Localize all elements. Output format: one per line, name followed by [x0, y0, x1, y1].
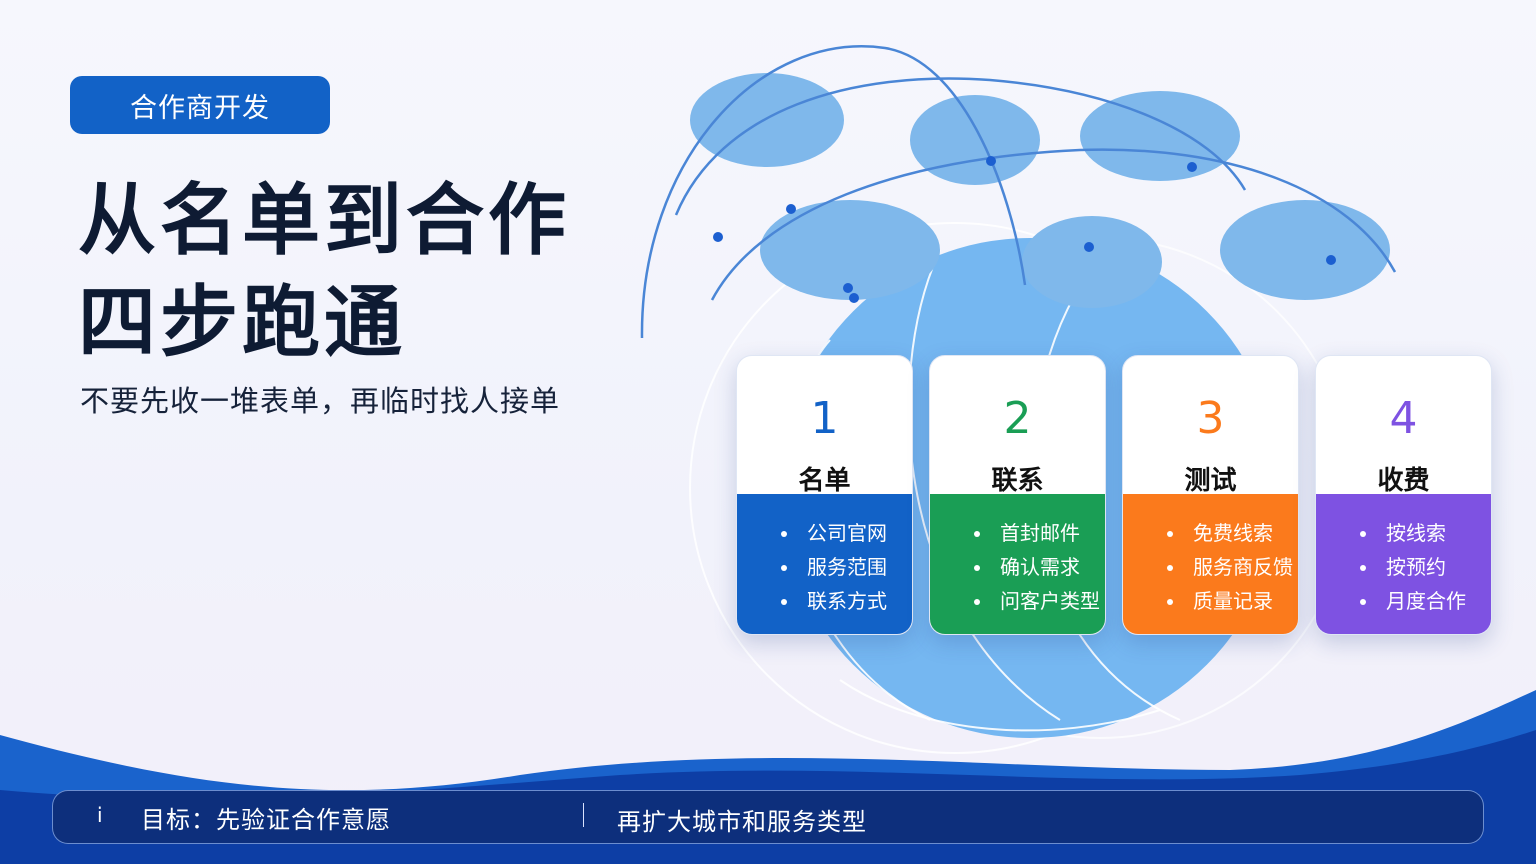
orbit-ellipse [1080, 91, 1240, 181]
step-items: 首封邮件 确认需求 问客户类型 [930, 494, 1105, 618]
title-line-2: 四步跑通 [78, 278, 407, 368]
footer-divider [583, 803, 584, 827]
step-body: 按线索 按预约 月度合作 [1316, 494, 1491, 634]
step-items: 免费线索 服务商反馈 质量记录 [1123, 494, 1298, 618]
step-card-1: 1 名单 公司官网 服务范围 联系方式 [736, 355, 913, 635]
orbit-ellipse [760, 200, 940, 300]
list-item: 月度合作 [1316, 584, 1491, 618]
goal-text: 目标：先验证合作意愿 [141, 806, 391, 834]
category-tag: 合作商开发 [70, 76, 330, 134]
page-title: 从名单到合作 四步跑通 [78, 170, 570, 374]
list-item: 按预约 [1316, 550, 1491, 584]
goal-footer-bar: i 目标：先验证合作意愿 再扩大城市和服务类型 [52, 790, 1484, 844]
orbit-ellipse [910, 95, 1040, 185]
orbit-ellipse [1022, 216, 1162, 308]
step-number: 1 [810, 393, 839, 444]
step-name: 测试 [1184, 466, 1237, 496]
step-number: 4 [1389, 393, 1418, 444]
orbit-dot [849, 293, 859, 303]
info-icon: i [97, 803, 103, 827]
orbit-dot [986, 156, 996, 166]
orbit-ellipse [1220, 200, 1390, 300]
orbit-dot [1326, 255, 1336, 265]
orbit-dot [713, 232, 723, 242]
step-card-3: 3 测试 免费线索 服务商反馈 质量记录 [1122, 355, 1299, 635]
step-items: 公司官网 服务范围 联系方式 [737, 494, 912, 618]
step-body: 免费线索 服务商反馈 质量记录 [1123, 494, 1298, 634]
list-item: 质量记录 [1123, 584, 1298, 618]
list-item: 服务范围 [737, 550, 912, 584]
orbit-dot [786, 204, 796, 214]
step-body: 公司官网 服务范围 联系方式 [737, 494, 912, 634]
step-number: 2 [1003, 393, 1032, 444]
globe-line [907, 249, 1061, 721]
list-item: 公司官网 [737, 516, 912, 550]
step-card-4: 4 收费 按线索 按预约 月度合作 [1315, 355, 1492, 635]
globe-line [839, 679, 1161, 732]
step-number: 3 [1196, 393, 1225, 444]
subtitle: 不要先收一堆表单，再临时找人接单 [80, 384, 561, 418]
orbit-arc [674, 77, 1247, 216]
orbit-dot [843, 283, 853, 293]
list-item: 免费线索 [1123, 516, 1298, 550]
orbit-dot [1084, 242, 1094, 252]
list-item: 按线索 [1316, 516, 1491, 550]
orbit-arc [640, 45, 1027, 339]
step-name: 联系 [991, 466, 1044, 496]
orbit-ellipse [690, 73, 844, 167]
list-item: 首封邮件 [930, 516, 1105, 550]
step-name: 收费 [1377, 466, 1430, 496]
list-item: 联系方式 [737, 584, 912, 618]
step-body: 首封邮件 确认需求 问客户类型 [930, 494, 1105, 634]
step-name: 名单 [798, 466, 851, 496]
list-item: 服务商反馈 [1123, 550, 1298, 584]
list-item: 确认需求 [930, 550, 1105, 584]
orbit-arc [710, 148, 1397, 301]
title-line-1: 从名单到合作 [78, 176, 571, 266]
list-item: 问客户类型 [930, 584, 1105, 618]
next-step-text: 再扩大城市和服务类型 [617, 808, 867, 836]
orbit-dot [1187, 162, 1197, 172]
step-items: 按线索 按预约 月度合作 [1316, 494, 1491, 618]
step-card-2: 2 联系 首封邮件 确认需求 问客户类型 [929, 355, 1106, 635]
